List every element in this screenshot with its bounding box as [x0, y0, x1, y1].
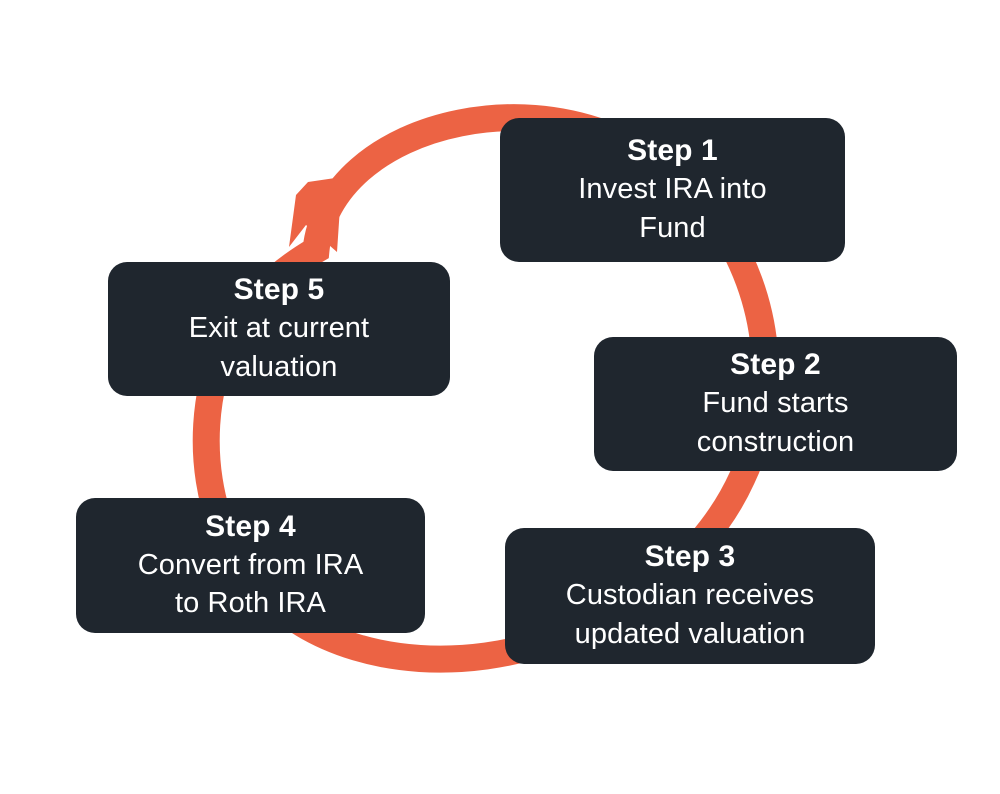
step-description-line: updated valuation: [574, 617, 806, 650]
step-description: Invest IRA into Fund: [578, 170, 767, 248]
step-title: Step 2: [730, 348, 821, 382]
step-title: Step 3: [644, 540, 736, 574]
step-box-step-1[interactable]: Step 1 Invest IRA into Fund: [500, 118, 845, 262]
step-description-line: Exit at current: [188, 312, 370, 345]
step-title: Step 5: [233, 273, 325, 307]
step-description-line: Invest IRA into: [578, 173, 767, 206]
step-description: Exit at current valuation: [189, 309, 369, 387]
step-description-line: Fund starts: [702, 387, 849, 420]
step-box-step-4[interactable]: Step 4 Convert from IRA to Roth IRA: [76, 498, 425, 633]
step-description: Custodian receives updated valuation: [566, 576, 814, 654]
step-box-step-3[interactable]: Step 3 Custodian receives updated valuat…: [505, 528, 875, 664]
step-description-line: valuation: [220, 350, 338, 383]
step-description-line: Custodian receives: [565, 579, 815, 612]
step-description-line: Fund: [639, 211, 706, 244]
step-box-step-5[interactable]: Step 5 Exit at current valuation: [108, 262, 450, 396]
step-description-line: to Roth IRA: [174, 587, 326, 620]
step-title: Step 4: [205, 509, 296, 543]
step-description: Fund starts construction: [697, 384, 855, 462]
step-box-step-2[interactable]: Step 2 Fund starts construction: [594, 337, 957, 471]
step-description-line: construction: [696, 425, 855, 458]
step-description-line: Convert from IRA: [137, 548, 364, 581]
step-title: Step 1: [627, 134, 718, 168]
step-description: Convert from IRA to Roth IRA: [138, 546, 364, 624]
